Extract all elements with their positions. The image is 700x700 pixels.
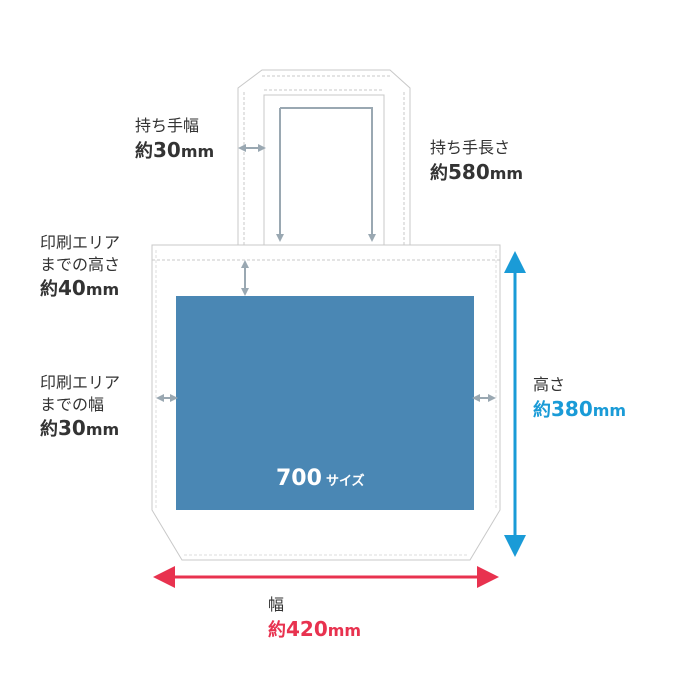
handle-length-label: 持ち手長さ 約580mm (430, 138, 524, 184)
guide-arrows (156, 107, 496, 402)
handle-length-arrow-right (280, 107, 376, 242)
height-label: 高さ 約380mm (533, 375, 627, 421)
width-label: 幅 約420mm (268, 595, 362, 641)
bag-handle (237, 69, 411, 245)
print-top-label: 印刷エリア までの高さ 約40mm (40, 233, 121, 301)
print-side-label: 印刷エリア までの幅 約30mm (40, 373, 121, 441)
print-area (176, 296, 474, 510)
handle-width-label: 持ち手幅 約30mm (135, 116, 215, 162)
